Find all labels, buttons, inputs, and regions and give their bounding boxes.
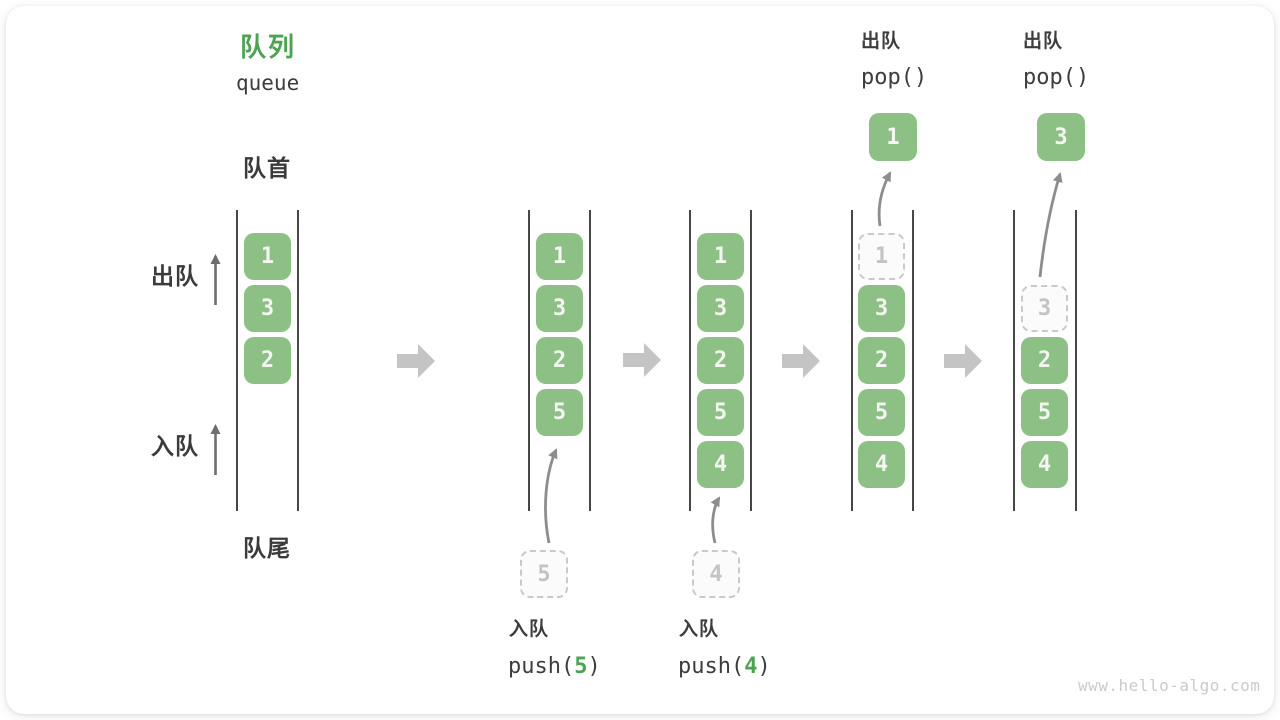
removed-cell: 1 — [858, 233, 905, 280]
queue-cell: 1 — [536, 233, 583, 280]
queue-cell: 5 — [858, 389, 905, 436]
queue-cell: 1 — [697, 233, 744, 280]
dequeue-op-code: pop() — [861, 65, 928, 90]
diagram-title-zh: 队列 — [240, 32, 297, 62]
label-enqueue-side: 入队 — [151, 433, 199, 459]
queue-rail — [589, 210, 591, 511]
queue-cell: 5 — [536, 389, 583, 436]
pending-value-box: 5 — [520, 550, 568, 598]
queue-cell: 3 — [697, 285, 744, 332]
enqueue-op-code: push(4) — [678, 654, 771, 679]
label-dequeue-side: 出队 — [151, 263, 199, 289]
code-close: ) — [587, 654, 601, 679]
queue-cell: 4 — [858, 441, 905, 488]
queue-cell: 2 — [858, 337, 905, 384]
watermark: www.hello-algo.com — [1078, 676, 1261, 695]
code-arg: 5 — [574, 654, 588, 679]
removed-cell: 3 — [1021, 285, 1068, 332]
enqueue-op-label: 入队 — [509, 619, 550, 640]
queue-cell: 2 — [1021, 337, 1068, 384]
pending-value-box: 4 — [692, 550, 740, 598]
queue-cell: 1 — [244, 233, 291, 280]
queue-rail — [236, 210, 238, 511]
popped-value-box: 3 — [1037, 113, 1085, 161]
queue-cell: 5 — [697, 389, 744, 436]
diagram-title-en: queue — [236, 71, 300, 95]
popped-value-box: 1 — [869, 113, 917, 161]
enqueue-op-label: 入队 — [679, 619, 720, 640]
dequeue-op-code: pop() — [1023, 65, 1090, 90]
queue-rail — [1013, 210, 1015, 511]
dequeue-op-label: 出队 — [1023, 31, 1064, 52]
card-background — [6, 6, 1274, 714]
dequeue-op-label: 出队 — [861, 31, 902, 52]
queue-rail — [297, 210, 299, 511]
queue-cell: 2 — [536, 337, 583, 384]
label-queue-front: 队首 — [243, 155, 291, 181]
queue-rail — [1075, 210, 1077, 511]
queue-rail — [689, 210, 691, 511]
queue-cell: 3 — [858, 285, 905, 332]
queue-cell: 2 — [697, 337, 744, 384]
queue-rail — [750, 210, 752, 511]
queue-cell: 3 — [536, 285, 583, 332]
enqueue-op-code: push(5) — [508, 654, 601, 679]
queue-rail — [528, 210, 530, 511]
code-fn: push( — [678, 654, 745, 679]
queue-cell: 3 — [244, 285, 291, 332]
code-fn: push( — [508, 654, 575, 679]
queue-cell: 2 — [244, 337, 291, 384]
code-arg: 4 — [744, 654, 758, 679]
queue-rail — [912, 210, 914, 511]
label-queue-rear: 队尾 — [243, 535, 291, 561]
queue-cell: 4 — [1021, 441, 1068, 488]
queue-rail — [851, 210, 853, 511]
code-close: ) — [757, 654, 771, 679]
queue-cell: 5 — [1021, 389, 1068, 436]
queue-cell: 4 — [697, 441, 744, 488]
